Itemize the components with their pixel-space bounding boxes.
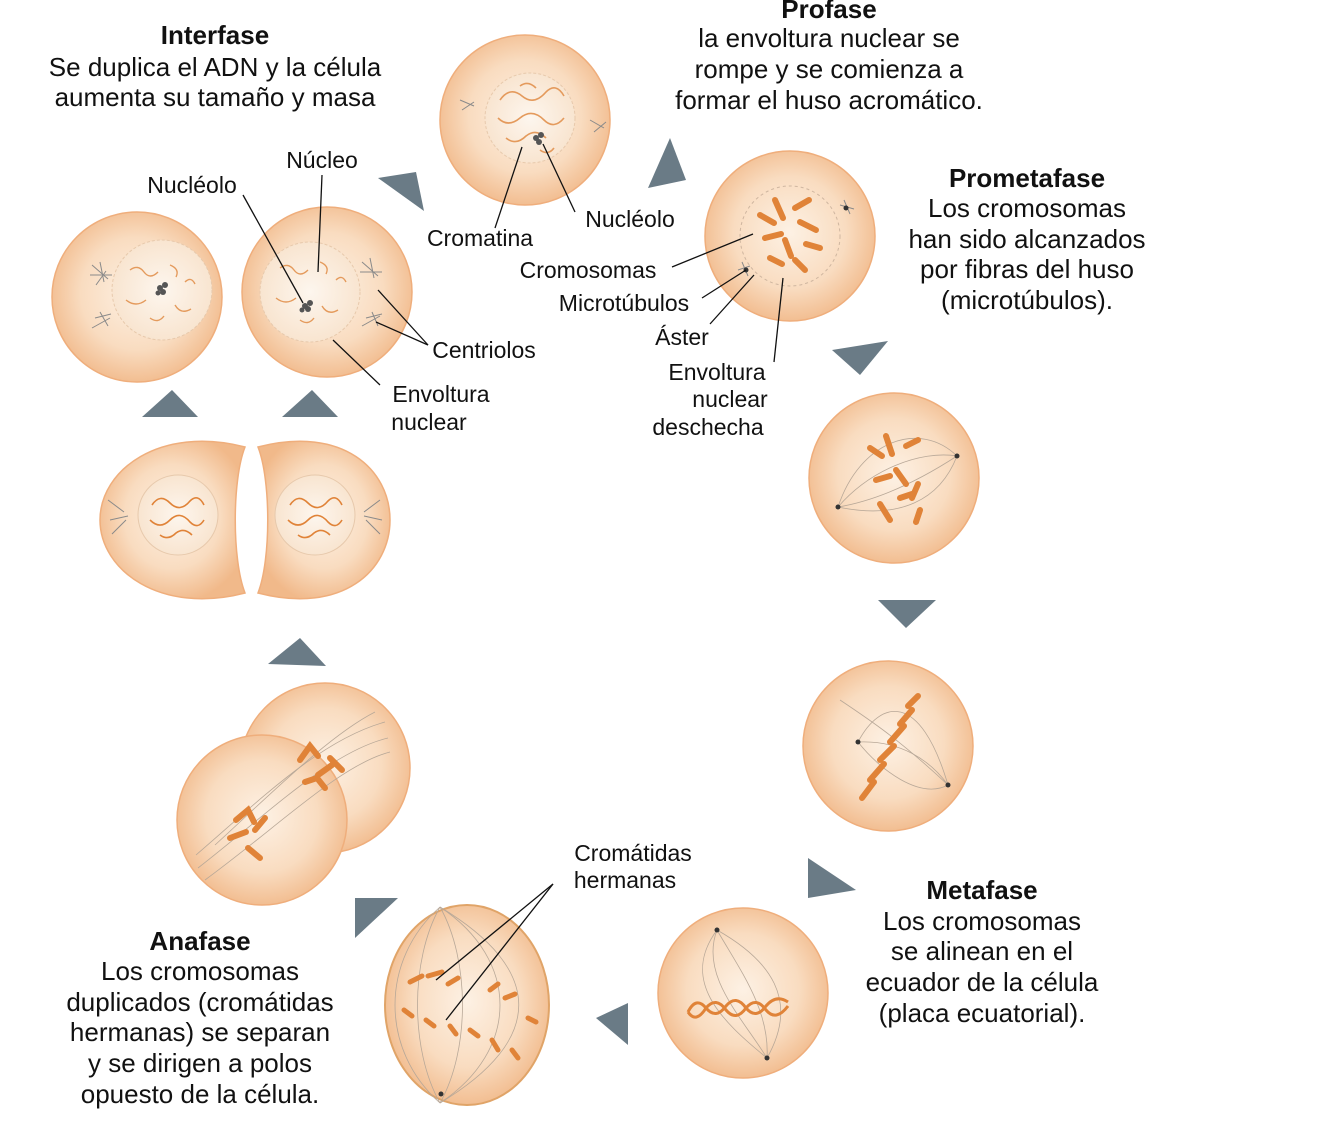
sister-chromatids xyxy=(401,969,539,1061)
profase-caption: Profase la envoltura nuclear se rompe y … xyxy=(675,0,983,115)
label-cromatidas-2: hermanas xyxy=(574,867,676,893)
label-deshecha-3: deschecha xyxy=(652,414,763,440)
arrow-prometaphase-down xyxy=(832,341,888,375)
label-nucleolo-profase: Nucléolo xyxy=(585,206,675,232)
label-cromatidas-1: Cromátidas xyxy=(574,840,692,866)
leader-lines xyxy=(242,143,784,1021)
label-microtubulos: Microtúbulos xyxy=(559,290,689,316)
prometafase-title: Prometafase xyxy=(949,163,1105,193)
anafase-title: Anafase xyxy=(149,926,250,956)
anafase-desc-3: hermanas) se separan xyxy=(70,1017,330,1047)
arrow-telophase-to-interphase-left xyxy=(142,390,198,417)
late-anaphase-cell xyxy=(176,682,411,906)
label-centriolos: Centriolos xyxy=(432,337,536,363)
arrow-anaphase-up xyxy=(355,898,398,938)
prometafase-desc-4: (microtúbulos). xyxy=(941,285,1113,315)
label-deshecha-1: Envoltura xyxy=(668,359,765,385)
metaphase-cell xyxy=(657,907,829,1079)
arrow-metaphase-cell-to-anaphase xyxy=(596,1003,628,1045)
label-aster: Áster xyxy=(655,324,709,350)
anafase-desc-2: duplicados (cromátidas xyxy=(66,987,333,1017)
early-anaphase-cell xyxy=(384,904,550,1106)
interfase-caption: Interfase Se duplica el ADN y la célula … xyxy=(49,20,382,112)
profase-desc-3: formar el huso acromático. xyxy=(675,85,983,115)
label-nucleolo-interfase: Nucléolo xyxy=(147,172,237,198)
equatorial-plate-chromosomes xyxy=(686,997,790,1019)
interfase-desc-2: aumenta su tamaño y masa xyxy=(55,82,376,112)
chromosome-cluster xyxy=(867,433,923,525)
label-cromosomas: Cromosomas xyxy=(520,257,657,283)
arrow-telophase-to-interphase-right xyxy=(282,390,338,417)
label-deshecha-2: nuclear xyxy=(692,386,768,412)
prometafase-desc-1: Los cromosomas xyxy=(928,193,1126,223)
metafase-caption: Metafase Los cromosomas se alinean en el… xyxy=(866,875,1099,1028)
nucleolus-mark xyxy=(299,300,313,313)
arrow-anaphase-to-telophase xyxy=(268,638,326,666)
profase-title: Profase xyxy=(781,0,876,24)
interfase-desc-1: Se duplica el ADN y la célula xyxy=(49,52,382,82)
anafase-caption: Anafase Los cromosomas duplicados (cromá… xyxy=(66,926,333,1109)
arrow-to-metaphase-down xyxy=(878,600,936,628)
chromosome-cluster xyxy=(227,741,345,861)
arrow-metaphase-to-early-anaphase xyxy=(808,858,856,898)
anafase-desc-4: y se dirigen a polos xyxy=(88,1048,312,1078)
nucleolus-mark xyxy=(533,132,544,145)
metafase-desc-4: (placa ecuatorial). xyxy=(879,998,1086,1028)
metafase-desc-2: se alinean en el xyxy=(891,936,1073,966)
centriole-aster-mark xyxy=(90,261,112,329)
profase-desc-1: la envoltura nuclear se xyxy=(698,23,960,53)
prometaphase-labelled-cell xyxy=(704,150,876,322)
interphase-cell-left xyxy=(51,211,223,383)
prometafase-desc-2: han sido alcanzados xyxy=(908,224,1145,254)
chromosomes xyxy=(757,197,823,273)
label-envoltura-2: nuclear xyxy=(391,409,467,435)
prometaphase-spindle-cell xyxy=(808,392,980,564)
anafase-desc-1: Los cromosomas xyxy=(101,956,299,986)
label-envoltura-1: Envoltura xyxy=(392,381,489,407)
label-cromatina: Cromatina xyxy=(427,225,533,251)
metafase-desc-3: ecuador de la célula xyxy=(866,967,1099,997)
aligning-chromosomes xyxy=(859,693,921,801)
interfase-title: Interfase xyxy=(161,20,269,50)
prophase-cell xyxy=(439,34,611,206)
cycle-arrows xyxy=(142,138,936,1045)
centriole-aster-mark xyxy=(360,257,383,327)
anafase-desc-5: opuesto de la célula. xyxy=(81,1079,320,1109)
label-nucleo: Núcleo xyxy=(286,147,358,173)
prometafase-caption: Prometafase Los cromosomas han sido alca… xyxy=(908,163,1145,315)
late-prometaphase-cell xyxy=(802,660,974,832)
nucleolus-mark xyxy=(155,282,168,296)
arrow-interphase-to-prophase xyxy=(378,172,424,211)
metafase-desc-1: Los cromosomas xyxy=(883,906,1081,936)
arrow-prophase-to-prometaphase xyxy=(648,138,686,188)
metafase-title: Metafase xyxy=(926,875,1037,905)
profase-desc-2: rompe y se comienza a xyxy=(695,54,964,84)
telophase-cell-pair xyxy=(99,440,391,600)
interphase-cell-labelled xyxy=(241,206,413,378)
centriole-mark xyxy=(459,99,607,133)
prometafase-desc-3: por fibras del huso xyxy=(920,254,1134,284)
